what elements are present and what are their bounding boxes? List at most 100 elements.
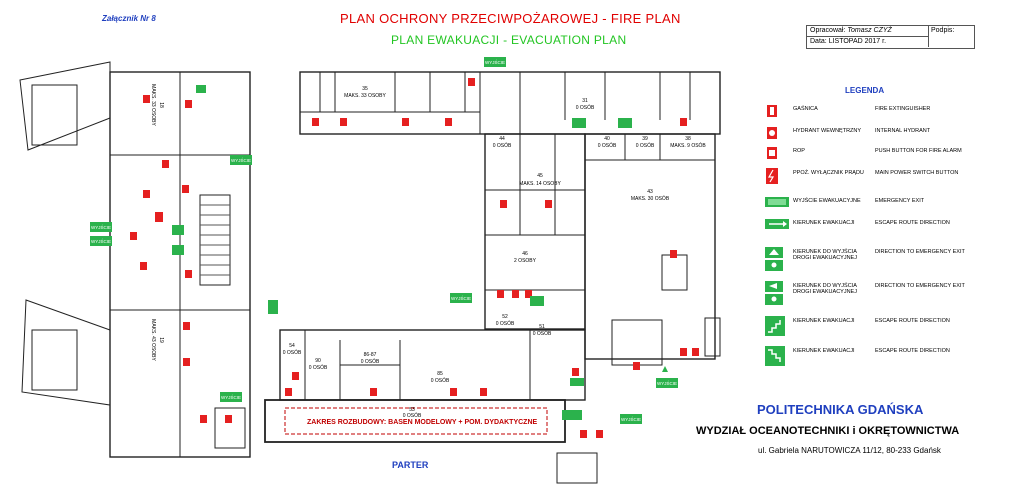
room-label: 18 (158, 102, 164, 108)
stairs-up-icon (765, 316, 785, 336)
room-capacity: MAKS. 14 OSOBY (519, 181, 561, 187)
university-name: POLITECHNIKA GDAŃSKA (757, 402, 924, 417)
date-value: LISTOPAD 2017 r. (828, 38, 887, 45)
top-block (299, 71, 721, 135)
fire-extinguisher-icon (130, 232, 137, 240)
room-capacity: 0 OSÓB (576, 104, 595, 111)
legend-en: ESCAPE ROUTE DIRECTION (875, 318, 950, 324)
emergency-exit-icon: WYJŚCIE (450, 293, 472, 303)
fire-extinguisher-icon (692, 348, 699, 356)
exit-triangle-icon (662, 366, 668, 372)
prepared-value: Tomasz CZYŻ (847, 27, 892, 34)
exit-direction-icon (268, 300, 278, 314)
stair-bottom-left (31, 329, 78, 391)
room-label: 38 (685, 136, 691, 142)
exit-sign-text: WYJŚCIE (231, 156, 251, 163)
fire-extinguisher-icon (183, 358, 190, 366)
address: ul. Gabriela NARUTOWICZA 11/12, 80-233 G… (758, 446, 941, 455)
fire-extinguisher-icon (445, 118, 452, 126)
emergency-exit-icon: WYJŚCIE (484, 57, 506, 67)
fire-extinguisher-icon (143, 95, 150, 103)
exit-direction-icon (530, 296, 544, 306)
right-hall (584, 133, 716, 360)
room-capacity: 2 OSOBY (514, 258, 537, 264)
fire-extinguisher-icon (512, 290, 519, 298)
hydrant-icon (182, 185, 189, 193)
fire-extinguisher-icon (200, 415, 207, 423)
legend-item: WYJŚCIE EWAKUACYJNE EMERGENCY EXIT (765, 196, 1005, 218)
hall-equipment (661, 254, 688, 291)
exit-sign-text: WYJŚCIE (485, 58, 505, 65)
floor-plan: 35 MAKS. 33 OSOBY 31 0 OSÓB 44 0 OSÓB 40… (19, 57, 721, 484)
legend-item: HYDRANT WEWNĘTRZNY INTERNAL HYDRANT (765, 126, 1005, 148)
fire-extinguisher-icon (670, 250, 677, 258)
escape-arrow-icon (196, 85, 206, 93)
legend-item: GAŚNICA FIRE EXTINGUISHER (765, 104, 1005, 126)
left-wing-top (19, 61, 111, 151)
emergency-exit-icon: WYJŚCIE (620, 414, 642, 424)
fire-extinguisher-icon (370, 388, 377, 396)
room-label: 35 (362, 86, 368, 92)
escape-arrow-icon (572, 118, 586, 128)
fire-extinguisher-icon (292, 372, 299, 380)
room-capacity: 0 OSÓB (636, 142, 655, 149)
legend-pl: PPOŻ. WYŁĄCZNIK PRĄDU (793, 170, 864, 176)
legend-en: EMERGENCY EXIT (875, 198, 925, 204)
expansion-scope-note: ZAKRES ROZBUDOWY: BASEN MODELOWY + POM. … (307, 419, 538, 426)
fire-extinguisher-icon (596, 430, 603, 438)
fire-equipment-markers (130, 78, 699, 438)
fire-extinguisher-icon (545, 200, 552, 208)
legend-en: INTERNAL HYDRANT (875, 128, 931, 134)
fire-extinguisher-icon (450, 388, 457, 396)
legend-item: KIERUNEK EWAKUACJI ESCAPE ROUTE DIRECTIO… (765, 316, 1005, 338)
room-capacity: MAKS. 30 OSÓB (631, 195, 670, 202)
room-label: 51 (539, 324, 545, 330)
hydrant-icon (285, 388, 292, 396)
hydrant-icon (767, 127, 777, 139)
room-label: 86-87 (364, 352, 377, 358)
fire-extinguisher-icon (183, 322, 190, 330)
fire-extinguisher-icon (480, 388, 487, 396)
info-box: Opracował: Tomasz CZYŻ Data: LISTOPAD 20… (806, 25, 975, 49)
fire-extinguisher-icon (143, 190, 150, 198)
exit-sign-text: WYJŚCIE (657, 379, 677, 386)
fire-extinguisher-icon (580, 430, 587, 438)
hydrant-icon (402, 118, 409, 126)
legend-en: DIRECTION TO EMERGENCY EXIT (875, 283, 965, 289)
exit-sign-text: WYJŚCIE (221, 393, 241, 400)
fire-extinguisher-icon (767, 105, 777, 117)
room-label: 45 (537, 173, 543, 179)
prepared-label: Opracował: (810, 27, 846, 34)
fire-extinguisher-icon (633, 362, 640, 370)
legend-item: ROP PUSH BUTTON FOR FIRE ALARM (765, 146, 1005, 168)
room-capacity: MAKS. 33 OSOBY (344, 93, 386, 99)
room-capacity: 0 OSÓB (493, 142, 512, 149)
fire-extinguisher-icon (500, 200, 507, 208)
room-label: 90 (315, 358, 321, 364)
legend-item: KIERUNEK DO WYJŚCIA DROGI EWAKUACYJNEJ D… (765, 247, 1005, 271)
power-switch-icon (766, 168, 778, 184)
room-capacity: 0 OSÓB (403, 412, 422, 419)
hydrant-icon (497, 290, 504, 298)
legend-title: LEGENDA (845, 86, 885, 95)
fire-extinguisher-icon (340, 118, 347, 126)
room-label: 19 (158, 337, 164, 343)
legend-pl: WYJŚCIE EWAKUACYJNE (793, 198, 861, 204)
exit-sign-text: WYJŚCIE (451, 294, 471, 301)
escape-arrow-icon (765, 219, 789, 229)
legend-item: KIERUNEK EWAKUACJI ESCAPE ROUTE DIRECTIO… (765, 346, 1005, 368)
prepared-by-row: Opracował: Tomasz CZYŻ (807, 26, 929, 37)
room-label: 52 (502, 314, 508, 320)
legend-pl: GAŚNICA (793, 106, 818, 112)
exit-direction-icon (765, 247, 783, 271)
legend-pl: KIERUNEK DO WYJŚCIA DROGI EWAKUACYJNEJ (793, 283, 857, 295)
legend-en: PUSH BUTTON FOR FIRE ALARM (875, 148, 962, 154)
legend-item: KIERUNEK DO WYJŚCIA DROGI EWAKUACYJNEJ D… (765, 281, 1005, 305)
stairs-down-icon (765, 346, 785, 366)
room-label: 54 (289, 343, 295, 349)
legend-pl: ROP (793, 148, 805, 154)
hall-annex (611, 319, 663, 366)
exit-signs: WYJŚCIE WYJŚCIE WYJŚCIE WYJŚCIE WYJŚCIE … (90, 57, 678, 424)
emergency-exit-icon (765, 197, 789, 207)
room-label: 31 (582, 98, 588, 104)
